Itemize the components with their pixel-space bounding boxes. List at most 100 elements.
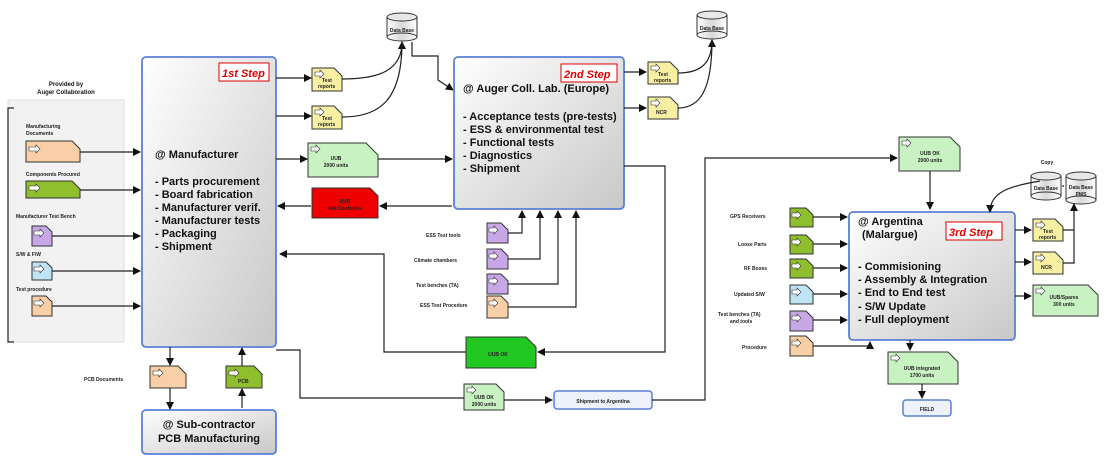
doc-2-text-2: reports	[318, 122, 335, 128]
uub-spares-text-2: 300 units	[1053, 302, 1075, 308]
argentina-box	[848, 211, 1016, 341]
doc-1-text-2: reports	[318, 84, 335, 90]
label-sw-fw: S/W & F/W	[16, 252, 41, 258]
uub-ok-2000-text-1: UUB OK	[474, 395, 494, 401]
subcontractor-line-1: @ Sub-contractor	[163, 419, 256, 431]
database-pms-label-1: Data Base	[1069, 185, 1093, 191]
doc-4-text-1: Test	[1043, 229, 1053, 235]
argentina-title-2: (Malargue)	[862, 229, 918, 241]
uub-arg-text-2: 2000 units	[918, 158, 943, 164]
label-test-bench: Manufacturer Test Bench	[16, 214, 76, 220]
step3-badge	[945, 221, 1003, 241]
manufacturer-item-6: - Shipment	[155, 241, 212, 253]
label-pcb-documents: PCB Documents	[84, 377, 123, 383]
doc-test-reports-3: Test reports	[647, 61, 679, 85]
label-test-benches-3a: Test benches (TA)	[718, 312, 761, 318]
label-test-benches-3b: and tools	[730, 319, 752, 325]
doc-icon-test-bench	[31, 225, 53, 247]
manufacturer-title: @ Manufacturer	[155, 149, 239, 161]
doc-3-text-2: reports	[654, 78, 671, 84]
doc-icon-ess-procedure	[486, 295, 509, 319]
step1-badge	[218, 62, 270, 82]
database-1-label: Data Base	[390, 28, 414, 34]
uub-ok-2000-text-2: 2000 units	[472, 402, 497, 408]
uub-spares-text-1: UUB/Spares	[1050, 295, 1079, 301]
label-updated-sw: Updated S/W	[734, 292, 765, 298]
database-2-label: Data Base	[700, 26, 724, 32]
manufacturer-item-4: - Manufacturer tests	[155, 215, 260, 227]
auger-lab-item-3: - Functional tests	[463, 137, 554, 149]
subcontractor-box	[141, 409, 277, 455]
label-test-procedure: Test procedure	[16, 287, 52, 293]
field-box	[902, 399, 952, 417]
doc-icon-procedure	[789, 335, 814, 357]
doc-3-text-1: Test	[658, 72, 668, 78]
argentina-item-3: - End to End test	[858, 287, 946, 299]
notconf-text-2: Not Conforms	[328, 206, 362, 212]
doc-icon-ess-tools	[486, 222, 509, 244]
uub-doc-1-text-1: UUB	[331, 156, 342, 162]
ncr-1-text: NCR	[656, 110, 667, 116]
step3-label: 3rd Step	[949, 227, 993, 239]
subcontractor-line-2: PCB Manufacturing	[158, 433, 260, 445]
uub-arg-text-1: UUB OK	[920, 151, 940, 157]
auger-lab-item-2: - ESS & environmental test	[463, 124, 604, 136]
pcb-doc-label: PCB	[238, 379, 249, 385]
label-procedure: Procedure	[742, 345, 767, 351]
auger-lab-item-5: - Shipment	[463, 163, 520, 175]
database-2: Data Base	[696, 10, 728, 40]
label-components: Components Procured	[26, 172, 80, 178]
auger-lab-box	[453, 56, 625, 210]
doc-test-reports-4: Test reports	[1032, 218, 1064, 242]
step2-badge	[560, 63, 618, 83]
argentina-item-4: - S/W Update	[858, 301, 926, 313]
doc-uub-ok-2000: UUB OK 2000 units	[463, 383, 505, 411]
auger-lab-item-4: - Diagnostics	[463, 150, 532, 162]
label-rf-boxes: RF Boxes	[744, 266, 767, 272]
uub-doc-1-text-2: 2000 units	[324, 163, 349, 169]
doc-icon-sw-fw	[31, 261, 53, 281]
doc-icon-pcb-documents	[149, 365, 187, 389]
auger-lab-item-1: - Acceptance tests (pre-tests)	[463, 111, 617, 123]
argentina-item-5: - Full deployment	[858, 314, 949, 326]
doc-test-reports-2: Test reports	[311, 105, 343, 130]
database-pms: Data Base PMS	[1065, 171, 1097, 205]
label-loose-parts: Loose Parts	[738, 242, 767, 248]
step2-label: 2nd Step	[563, 69, 611, 81]
doc-ncr-2: NCR	[1032, 251, 1064, 275]
doc-icon-mfg-docs	[25, 140, 81, 163]
label-test-benches-2: Test benches (TA)	[416, 283, 459, 289]
doc-icon-rf-boxes	[789, 258, 814, 279]
provided-panel	[7, 99, 125, 343]
uub-integrated-text-2: 1700 units	[910, 373, 935, 379]
shipment-label: Shipment to Argentina	[576, 399, 630, 405]
doc-uub-spares: UUB/Spares 300 units	[1032, 284, 1099, 317]
uub-ok-green-text: UUB OK	[488, 352, 508, 358]
doc-icon-benches-2	[486, 273, 509, 295]
argentina-item-2: - Assembly & Integration	[858, 274, 987, 286]
doc-2-text-1: Test	[322, 116, 332, 122]
auger-lab-title: @ Auger Coll. Lab. (Europe)	[463, 83, 609, 95]
manufacturer-item-2: - Board fabrication	[155, 189, 253, 201]
field-label: FIELD	[920, 407, 935, 413]
doc-icon-test-procedure	[31, 295, 53, 317]
doc-icon-climate	[486, 248, 509, 270]
provided-title-1: Provided by	[49, 82, 84, 88]
provided-bracket	[7, 107, 14, 343]
manufacturer-item-1: - Parts procurement	[155, 176, 260, 188]
label-ess-test-tools: ESS Test tools	[426, 233, 461, 239]
doc-1-text-1: Test	[322, 78, 332, 84]
doc-icon-loose-parts	[789, 234, 814, 255]
doc-uub-ok-green: UUB OK	[465, 336, 537, 369]
provided-title-2: Auger Collaboration	[37, 90, 95, 96]
uub-integrated-text-1: UUB integrated	[904, 366, 940, 372]
doc-icon-gps	[789, 207, 814, 228]
doc-icon-benches-3	[789, 310, 814, 332]
doc-uub-integrated: UUB integrated 1700 units	[887, 351, 959, 385]
doc-uub-not-conforms: UUB Not Conforms	[311, 187, 379, 219]
copy-label: Copy	[1041, 160, 1054, 166]
database-3-label: Data Base	[1034, 186, 1058, 192]
step1-label: 1st Step	[222, 68, 265, 80]
